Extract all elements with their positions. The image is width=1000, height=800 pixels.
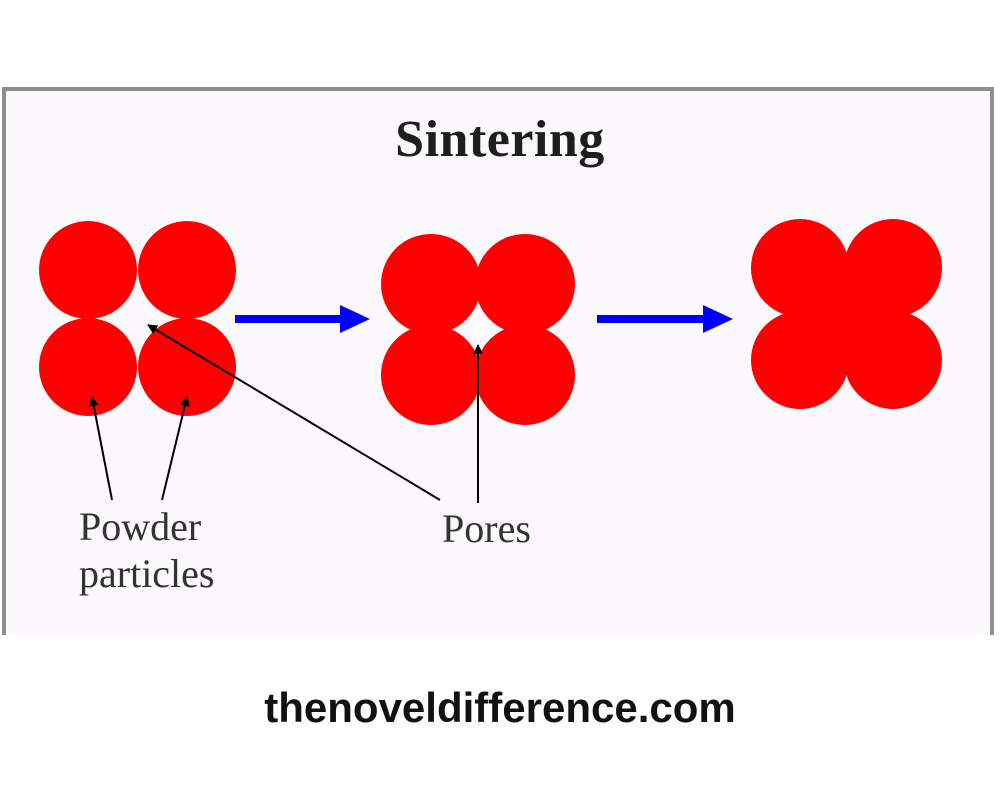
pointer-powder-right <box>161 396 190 501</box>
particle <box>475 234 575 334</box>
stage-loose-particles <box>39 221 236 416</box>
pointer-lines <box>88 324 483 503</box>
particle <box>138 221 236 319</box>
particle <box>39 318 137 416</box>
site-url: thenoveldifference.com <box>264 684 736 731</box>
pore <box>468 317 488 341</box>
pointer-powder-left <box>88 396 113 501</box>
label-pores: Pores <box>442 506 531 551</box>
stage-partial-sintering <box>381 234 575 425</box>
stage-full-sintering <box>751 219 942 409</box>
label-particles: particles <box>79 551 215 596</box>
particle-bond <box>790 258 903 370</box>
particle <box>138 318 236 416</box>
footer-band <box>0 635 1000 800</box>
label-powder: Powder <box>79 504 202 549</box>
particle <box>39 221 137 319</box>
particle <box>381 325 481 425</box>
diagram-title: Sintering <box>395 111 605 168</box>
particle <box>475 325 575 425</box>
process-arrow-2 <box>597 305 733 333</box>
particle <box>381 234 481 334</box>
pointer-pore-stage1 <box>147 324 441 501</box>
top-margin <box>0 0 1000 87</box>
process-arrow-1 <box>235 305 370 333</box>
